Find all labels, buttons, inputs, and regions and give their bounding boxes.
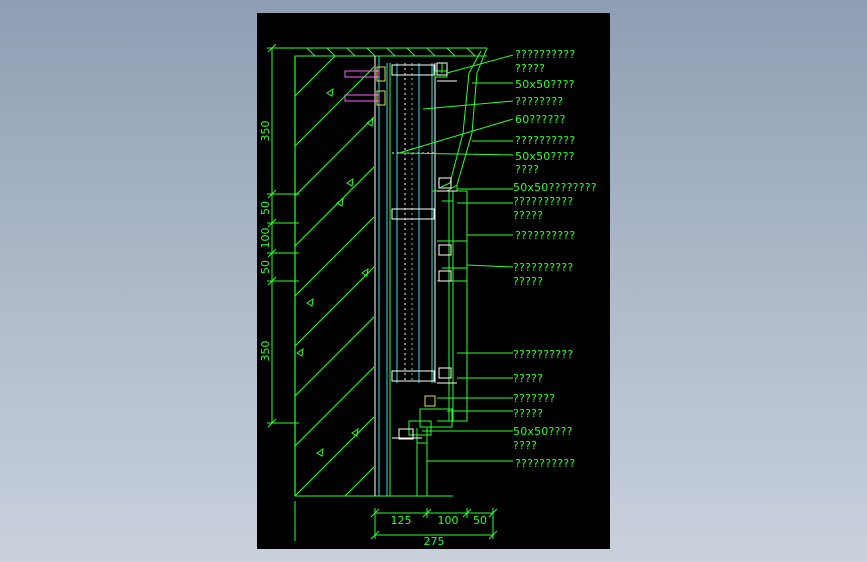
annotation-9: ?????????? [515,229,575,242]
annotation-8-line2: ????? [513,209,543,222]
cad-drawing-canvas: ?????????? ????? 50x50???? ???????? 60??… [257,13,610,549]
dim-label-125: 125 [391,514,412,527]
annotation-8: ?????????? [513,195,573,208]
vertical-dimension-chain [267,43,299,428]
annotation-13: ??????? [513,392,555,405]
annotation-labels: ?????????? ????? 50x50???? ???????? 60??… [513,48,597,470]
dim-label-50-h: 50 [473,514,487,527]
concrete-wall [294,56,374,496]
vertical-dimension-labels: 350 50 100 50 350 [259,121,272,362]
dim-label-50-a: 50 [259,201,272,215]
dim-label-350-bottom: 350 [259,341,272,362]
annotation-1: ?????????? [515,48,575,61]
leader-lines [398,54,514,462]
annotation-6: 50x50???? [515,150,575,163]
annotation-10: ?????????? [513,261,573,274]
ceiling-slab [295,47,487,57]
dim-label-350-top: 350 [259,121,272,142]
annotation-14: ????? [513,407,543,420]
annotation-5: ?????????? [515,134,575,147]
dim-label-100: 100 [259,228,272,249]
annotation-16: ?????????? [515,457,575,470]
annotation-3: ???????? [515,95,563,108]
dim-label-275: 275 [424,535,445,548]
annotation-1-line2: ????? [515,62,545,75]
dim-label-50-b: 50 [259,260,272,274]
annotation-6-line2: ???? [515,163,539,176]
annotation-11: ?????????? [513,348,573,361]
annotation-7: 50x50???????? [513,181,597,194]
annotation-4: 60?????? [515,113,566,126]
annotation-10-line2: ????? [513,275,543,288]
lower-panel-cladding [408,190,468,496]
brackets [392,62,457,440]
annotation-15-line2: ???? [513,439,537,452]
annotation-15: 50x50???? [513,425,573,438]
horizontal-dimension-chain [294,501,498,541]
annotation-12: ????? [513,372,543,385]
annotation-2: 50x50???? [515,78,575,91]
dim-label-100-h: 100 [438,514,459,527]
frame-section [344,56,437,496]
horizontal-dimension-labels: 125 100 50 275 [391,514,488,548]
